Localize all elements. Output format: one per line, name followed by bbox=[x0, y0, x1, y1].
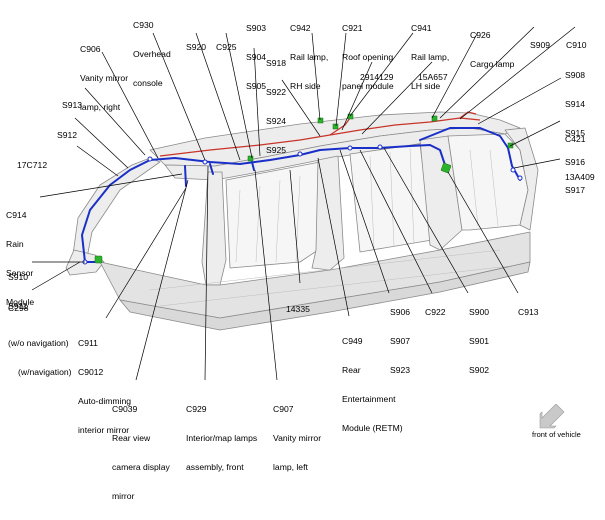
label-c949: C949 Rear Entertainment Module (RETM) bbox=[342, 336, 403, 433]
harness-blue bbox=[81, 127, 521, 263]
label-s910-group: S910 S911 bbox=[8, 272, 29, 311]
label-13a409: 13A409 bbox=[565, 172, 595, 183]
label-c9039: C9039 Rear view camera display mirror bbox=[112, 404, 170, 501]
label-s903-group: S903 S904 S905 bbox=[246, 23, 267, 91]
label-c914: C914 Rain Sensor Module bbox=[6, 210, 35, 307]
label-c910: C910 bbox=[566, 40, 587, 51]
label-c941: C941 Rail lamp, LH side bbox=[411, 23, 450, 91]
front-of-vehicle-label: front of vehicle bbox=[532, 430, 581, 439]
label-c929: C929 Interior/map lamps assembly, front bbox=[186, 404, 258, 472]
label-c298: C298 bbox=[8, 303, 29, 314]
leader-lines bbox=[31, 26, 576, 381]
harness-red bbox=[159, 111, 481, 157]
label-s900-group: S900 S901 S902 bbox=[469, 307, 490, 375]
label-c926: C926 Cargo lamp bbox=[470, 30, 515, 69]
label-c911-navigation-notes: (w/o navigation) (w/navigation) bbox=[8, 338, 72, 377]
label-17c712: 17C712 bbox=[17, 160, 48, 171]
arrow-down-left-icon bbox=[539, 404, 565, 429]
vehicle-roof-structure bbox=[31, 26, 576, 381]
label-14335: 14335 bbox=[286, 304, 310, 315]
label-c930: C930 Overhead console bbox=[133, 20, 171, 88]
wiring-diagram: C930 Overhead console C906 Vanity mirror… bbox=[6, 20, 595, 501]
label-s920: S920 bbox=[186, 42, 207, 53]
label-c913: C913 bbox=[518, 307, 539, 318]
connector-nodes bbox=[82, 144, 523, 265]
label-c906: C906 Vanity mirror lamp, right bbox=[80, 44, 129, 112]
label-2914129: 2914129 bbox=[360, 72, 394, 83]
label-c421: C421 bbox=[565, 134, 586, 145]
label-s913: S913 bbox=[62, 100, 83, 111]
label-s912: S912 bbox=[57, 130, 78, 141]
label-s908-group: S908 S914 S915 S916 S917 bbox=[565, 70, 586, 196]
label-c942: C942 Rail lamp, RH side bbox=[290, 23, 329, 91]
label-c921: C921 Roof opening panel module bbox=[342, 23, 394, 91]
label-s906-group: S906 S907 S923 bbox=[390, 307, 411, 375]
label-s918-group: S918 S922 S924 S925 bbox=[266, 58, 287, 155]
label-15a657: 15A657 bbox=[418, 72, 448, 83]
label-c925: C925 bbox=[216, 42, 237, 53]
label-s909: S909 bbox=[530, 40, 551, 51]
label-c907: C907 Vanity mirror lamp, left bbox=[273, 404, 322, 472]
label-c922: C922 bbox=[425, 307, 446, 318]
label-c911: C911 C9012 Auto-dimming interior mirror bbox=[78, 338, 132, 435]
